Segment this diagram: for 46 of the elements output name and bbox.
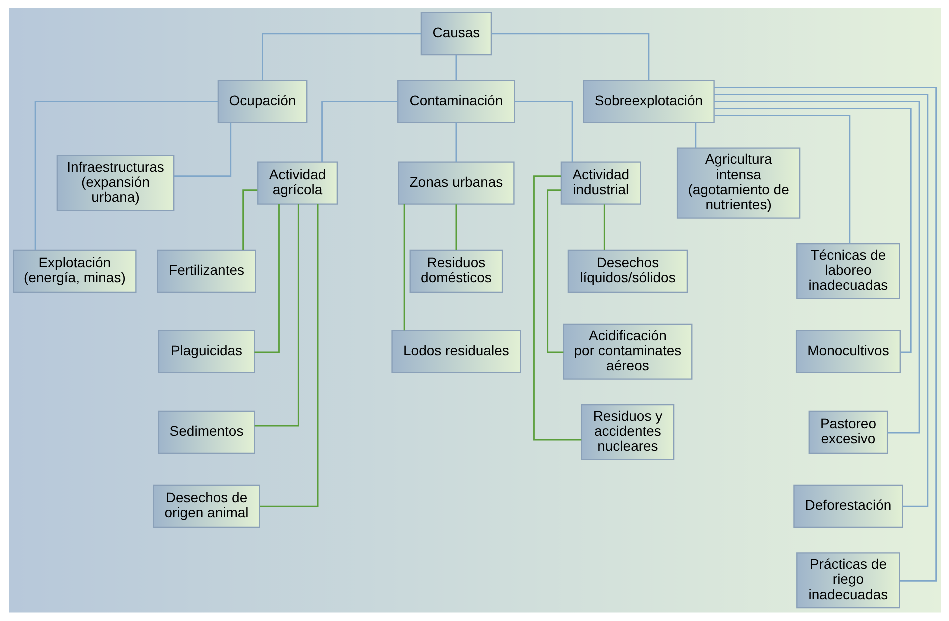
connector	[714, 86, 937, 582]
connector	[260, 204, 318, 508]
node-box: Infraestructuras (expansión urbana)	[56, 155, 174, 212]
node-box: Actividad industrial	[560, 162, 641, 205]
connector	[34, 100, 218, 250]
node-box: Actividad agrícola	[257, 162, 338, 205]
node-box: Desechos líquidos/sólidos	[567, 250, 688, 293]
connector	[694, 122, 696, 148]
node-box: Explotación (energía, minas)	[12, 250, 136, 293]
connector	[321, 100, 398, 162]
node-box: Agricultura intensa (agotamiento de nutrientes)	[676, 148, 800, 219]
connector	[714, 100, 920, 434]
node-box: Fertilizantes	[156, 250, 256, 293]
connector	[714, 114, 850, 244]
connector	[455, 55, 457, 80]
node-box: Desechos de origen animal	[152, 484, 260, 528]
connector	[546, 190, 564, 354]
node-box: Plaguicidas	[158, 330, 255, 374]
node-box: Deforestación	[793, 484, 903, 528]
connector	[533, 176, 582, 441]
connector	[491, 33, 650, 81]
node-box: Acidificación por contaminates aéreos	[562, 324, 692, 380]
connector	[174, 122, 232, 178]
node-box: Residuos domésticos	[409, 250, 503, 293]
node-box: Pastoreo excesivo	[808, 410, 888, 454]
connector	[714, 94, 928, 508]
connector	[403, 204, 405, 331]
node-box: Prácticas de riego inadecuadas	[796, 552, 900, 609]
node-box: Ocupación	[217, 80, 308, 124]
connector	[455, 122, 457, 162]
connector	[714, 108, 912, 354]
node-box: Sobreexplotación	[582, 80, 714, 124]
connector	[455, 204, 457, 250]
connector	[254, 204, 299, 427]
node-box: Causas	[420, 12, 492, 56]
node-box: Lodos residuales	[391, 330, 521, 374]
node-box: Contaminación	[397, 80, 515, 124]
connector	[254, 204, 280, 354]
node-box: Monocultivos	[795, 330, 900, 374]
connector	[514, 100, 573, 162]
node-box: Sedimentos	[158, 410, 255, 454]
node-box: Zonas urbanas	[398, 162, 514, 205]
node-box: Residuos y accidentes nucleares	[580, 404, 674, 460]
connector	[603, 204, 605, 250]
connector	[262, 33, 421, 81]
node-box: Técnicas de laboreo inadecuadas	[796, 243, 900, 300]
